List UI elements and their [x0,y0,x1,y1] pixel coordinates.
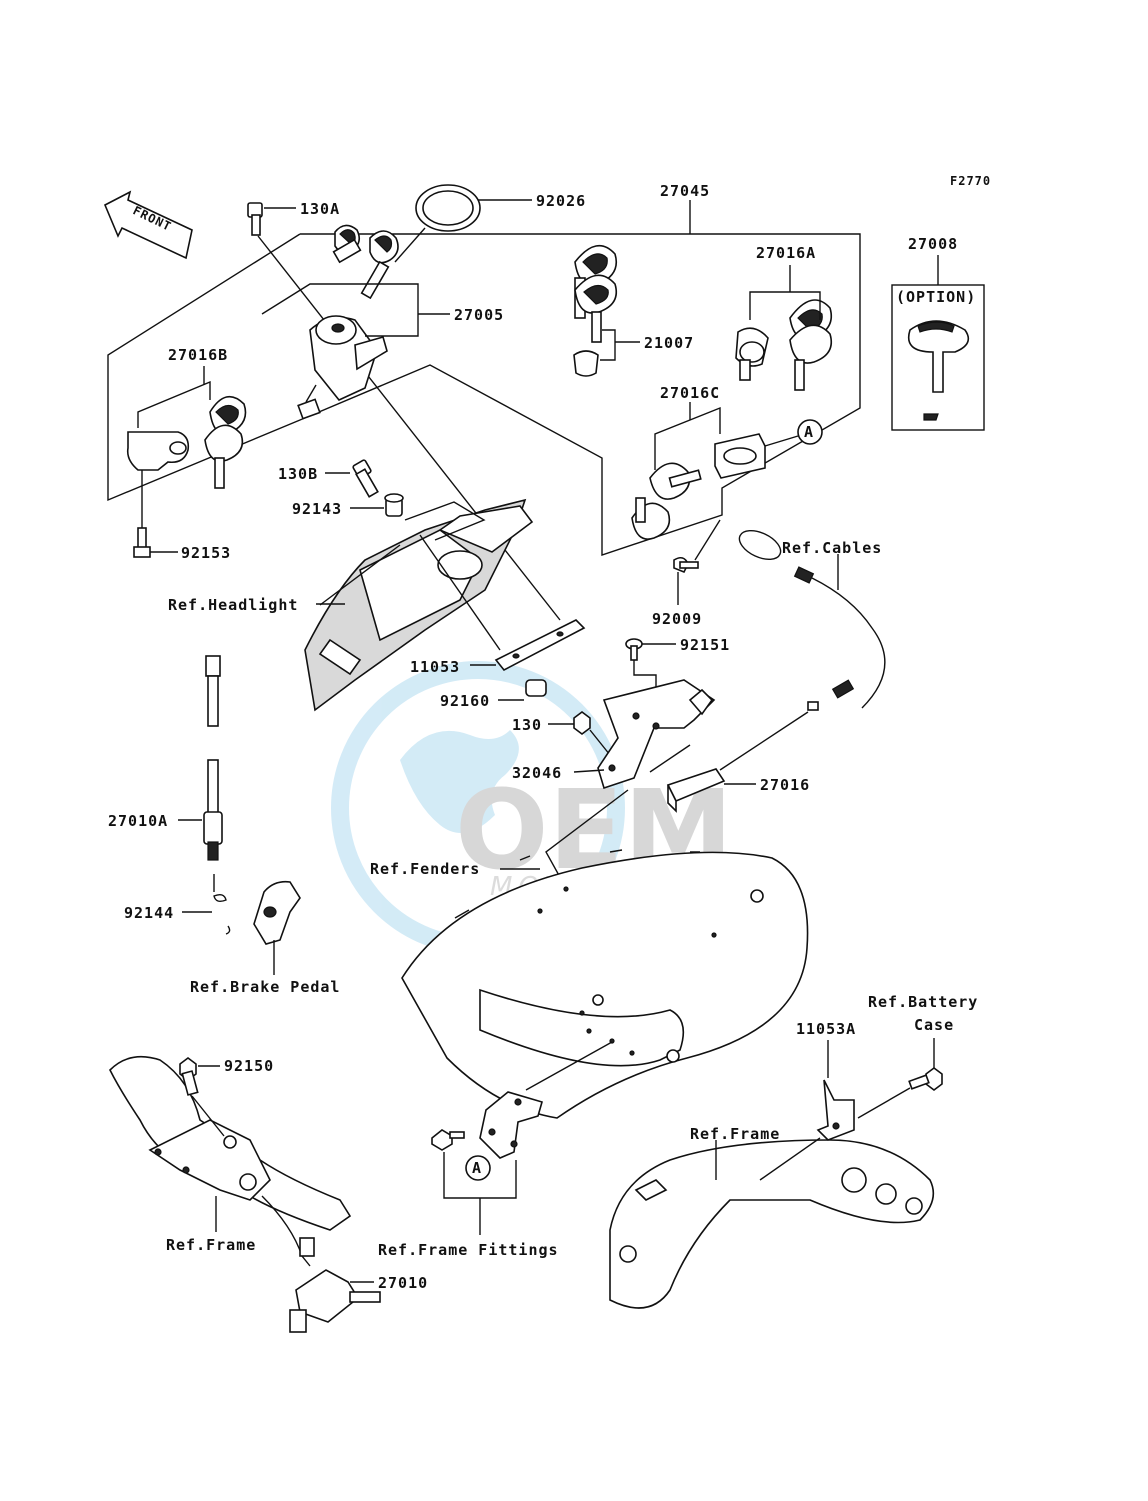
callout-27016b: 27016B [168,346,228,364]
bolt-130b [325,459,379,498]
callout-27008: 27008 [908,235,958,253]
right-frame [609,1139,935,1309]
screw-92009 [673,519,721,605]
assembly-outline-27045 [107,200,861,556]
collar-92143 [350,493,404,517]
callout-27016a: 27016A [756,244,816,262]
ref-fenders: Ref.Fenders [370,860,480,878]
ref-frame-fittings: Ref.Frame Fittings [378,1241,559,1259]
frame-fitting-bracket [431,1041,613,1159]
diagram-code: F2770 [950,174,991,188]
spring-92144 [182,874,231,935]
callout-130: 130 [512,716,542,734]
key-set-27005 [332,224,399,300]
ignition-switch-27005 [297,315,388,420]
option-box-27008 [891,255,985,431]
ref-cables: Ref.Cables [782,539,882,557]
lock-set-27016c [631,433,766,540]
callout-92151: 92151 [680,636,730,654]
rear-fender [401,849,809,1119]
key-set-21007 [573,244,618,377]
brake-switch-27010 [261,1195,381,1333]
svg-text:A: A [804,423,814,441]
svg-text:A: A [472,1159,482,1177]
ref-battery-case-line1: Ref.Battery [868,993,978,1011]
bracket-11053 [419,534,586,672]
callout-27045: 27045 [660,182,710,200]
lock-set-27016a [735,299,833,391]
seal-ring-92026 [394,184,532,263]
bolt-130 [548,711,611,756]
left-frame [109,1055,352,1231]
callout-27005: 27005 [454,306,504,324]
marker-a-bottom: A [465,1155,491,1181]
lock-set-27016b [126,395,247,489]
cable-assembly [738,529,886,711]
callout-92153: 92153 [181,544,231,562]
grommet-92160 [498,679,547,701]
ref-frame-right: Ref.Frame [690,1125,780,1143]
brake-switch-27010a [178,655,223,861]
callout-21007: 21007 [644,334,694,352]
bolt-92150 [179,1057,225,1137]
ref-battery-case-line2: Case [914,1016,954,1034]
callout-130a: 130A [300,200,340,218]
ref-frame-left: Ref.Frame [166,1236,256,1254]
front-arrow-icon: FRONT [103,190,193,260]
brake-pedal [253,880,301,975]
callout-92144: 92144 [124,904,174,922]
callout-92150: 92150 [224,1057,274,1075]
callout-27010a: 27010A [108,812,168,830]
callout-92026: 92026 [536,192,586,210]
callout-130b: 130B [278,465,318,483]
callout-27016: 27016 [760,776,810,794]
callout-32046: 32046 [512,764,562,782]
callout-27010: 27010 [378,1274,428,1292]
option-label: (OPTION) [896,288,976,306]
screw-92151 [625,638,676,695]
callout-92143: 92143 [292,500,342,518]
bracket-32046 [573,679,716,790]
callout-27016c: 27016C [660,384,720,402]
bolt-92153 [133,470,178,558]
headlight-bracket [304,498,534,712]
callout-92009: 92009 [652,610,702,628]
bolt-battery-case [857,1038,943,1119]
callout-92160: 92160 [440,692,490,710]
callout-11053: 11053 [410,658,460,676]
bracket-11053a [759,1040,855,1181]
callout-11053a: 11053A [796,1020,856,1038]
marker-a-top: A [764,419,823,447]
bolt-130a [247,202,561,621]
seat-lock-27016 [649,711,809,813]
ref-headlight: Ref.Headlight [168,596,298,614]
ref-brake-pedal: Ref.Brake Pedal [190,978,340,996]
